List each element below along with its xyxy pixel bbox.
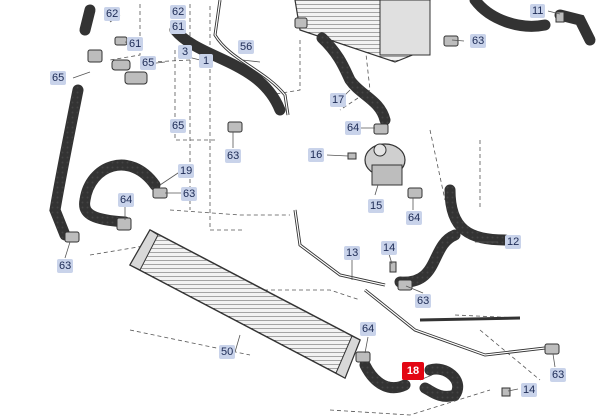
callout-61[interactable]: 61	[127, 37, 144, 51]
callout-13[interactable]: 13	[344, 246, 361, 260]
radiator	[128, 229, 361, 380]
callout-18-highlighted[interactable]: 18	[402, 362, 424, 380]
callout-64[interactable]: 64	[406, 211, 423, 225]
callout-61[interactable]: 61	[170, 20, 187, 34]
callout-64[interactable]: 64	[345, 121, 362, 135]
callout-17[interactable]: 17	[330, 93, 347, 107]
callout-63[interactable]: 63	[225, 149, 242, 163]
callout-62[interactable]: 62	[104, 7, 121, 21]
callout-63[interactable]: 63	[57, 259, 74, 273]
callout-19[interactable]: 19	[178, 164, 195, 178]
callout-64[interactable]: 64	[360, 322, 377, 336]
callout-50[interactable]: 50	[219, 345, 236, 359]
callout-16[interactable]: 16	[308, 148, 325, 162]
leader-lines	[89, 0, 541, 416]
callout-15[interactable]: 15	[368, 199, 385, 213]
callout-11[interactable]: 11	[530, 4, 546, 18]
heat-exchanger-top	[294, 0, 431, 63]
callout-64[interactable]: 64	[118, 193, 135, 207]
callout-63[interactable]: 63	[181, 187, 198, 201]
callout-14[interactable]: 14	[381, 241, 398, 255]
callout-12[interactable]: 12	[505, 235, 522, 249]
callout-63[interactable]: 63	[415, 294, 432, 308]
callout-63[interactable]: 63	[550, 368, 567, 382]
callout-65[interactable]: 65	[140, 56, 157, 70]
callout-14[interactable]: 14	[521, 383, 538, 397]
callout-65[interactable]: 65	[50, 71, 67, 85]
hoses-texture	[50, 33, 510, 401]
callout-3[interactable]: 3	[178, 45, 192, 59]
rigid-pipes-highlight	[214, 0, 546, 356]
callout-65[interactable]: 65	[170, 119, 187, 133]
callout-1[interactable]: 1	[199, 54, 213, 68]
water-pump	[364, 143, 406, 186]
callout-62[interactable]: 62	[170, 5, 187, 19]
callout-56[interactable]: 56	[238, 40, 255, 54]
clamps-and-fittings	[64, 11, 565, 397]
callout-63[interactable]: 63	[470, 34, 487, 48]
